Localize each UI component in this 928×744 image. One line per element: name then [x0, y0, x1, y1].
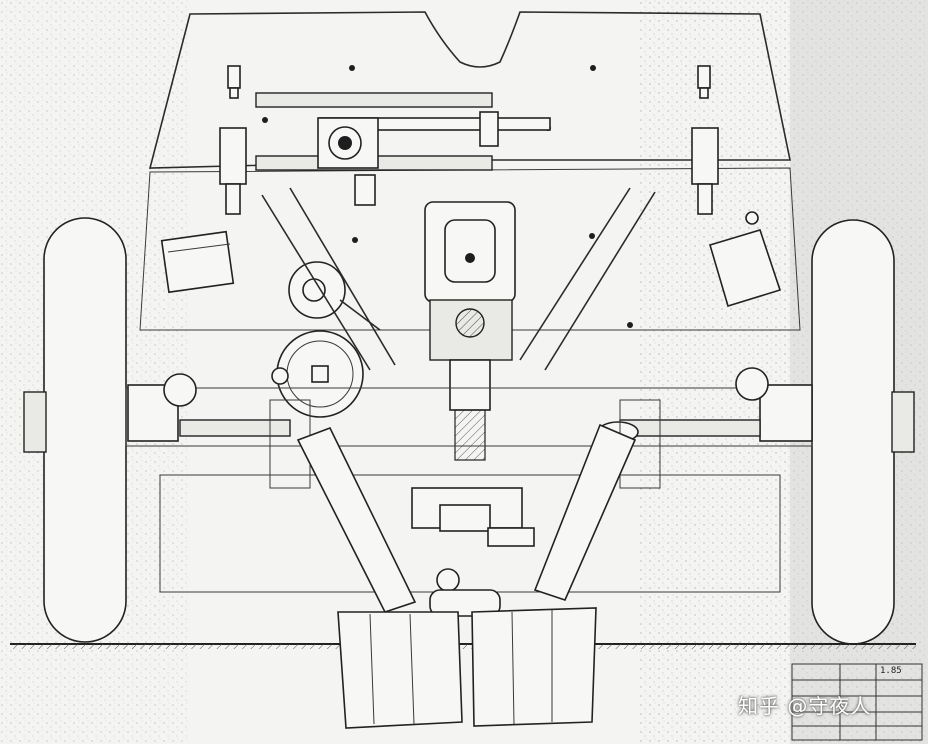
shield-lower-plate: [139, 167, 801, 331]
lunette-hook: [429, 568, 501, 617]
trail-leg-right: [533, 423, 637, 601]
center-lower-bracket: [411, 487, 535, 547]
hub-right: [735, 367, 813, 442]
spade-right: [471, 607, 597, 727]
ground-line: [10, 643, 916, 649]
elevation-handwheel: [288, 261, 381, 331]
strut-right-upper: [544, 191, 656, 371]
strut-right-upper-2: [519, 187, 631, 361]
wheel-right: [811, 219, 915, 645]
watermark-text: 知乎 @守夜人: [738, 694, 872, 718]
spade-left: [337, 611, 463, 729]
hinge-left: [219, 127, 247, 215]
upper-bracket-right: [697, 65, 711, 99]
title-block-code: 1.85: [880, 666, 902, 676]
shield-upper-plate: [148, 11, 791, 169]
strut-left-upper-2: [289, 187, 396, 366]
hinge-right: [691, 127, 719, 215]
hub-left: [127, 373, 197, 442]
sight-mechanism: [317, 111, 499, 206]
upper-bracket-left: [227, 65, 241, 99]
breech-block: [424, 201, 516, 461]
upper-rail: [255, 92, 493, 108]
traverse-handwheel: [271, 330, 364, 418]
lower-apron: [159, 474, 781, 593]
toolbox-left: [160, 230, 235, 294]
oil-can-right: [709, 211, 782, 308]
axle-chain-left: [179, 419, 291, 437]
title-block: [791, 663, 923, 741]
strut-left-upper: [261, 194, 371, 371]
trail-leg-left: [296, 426, 417, 613]
